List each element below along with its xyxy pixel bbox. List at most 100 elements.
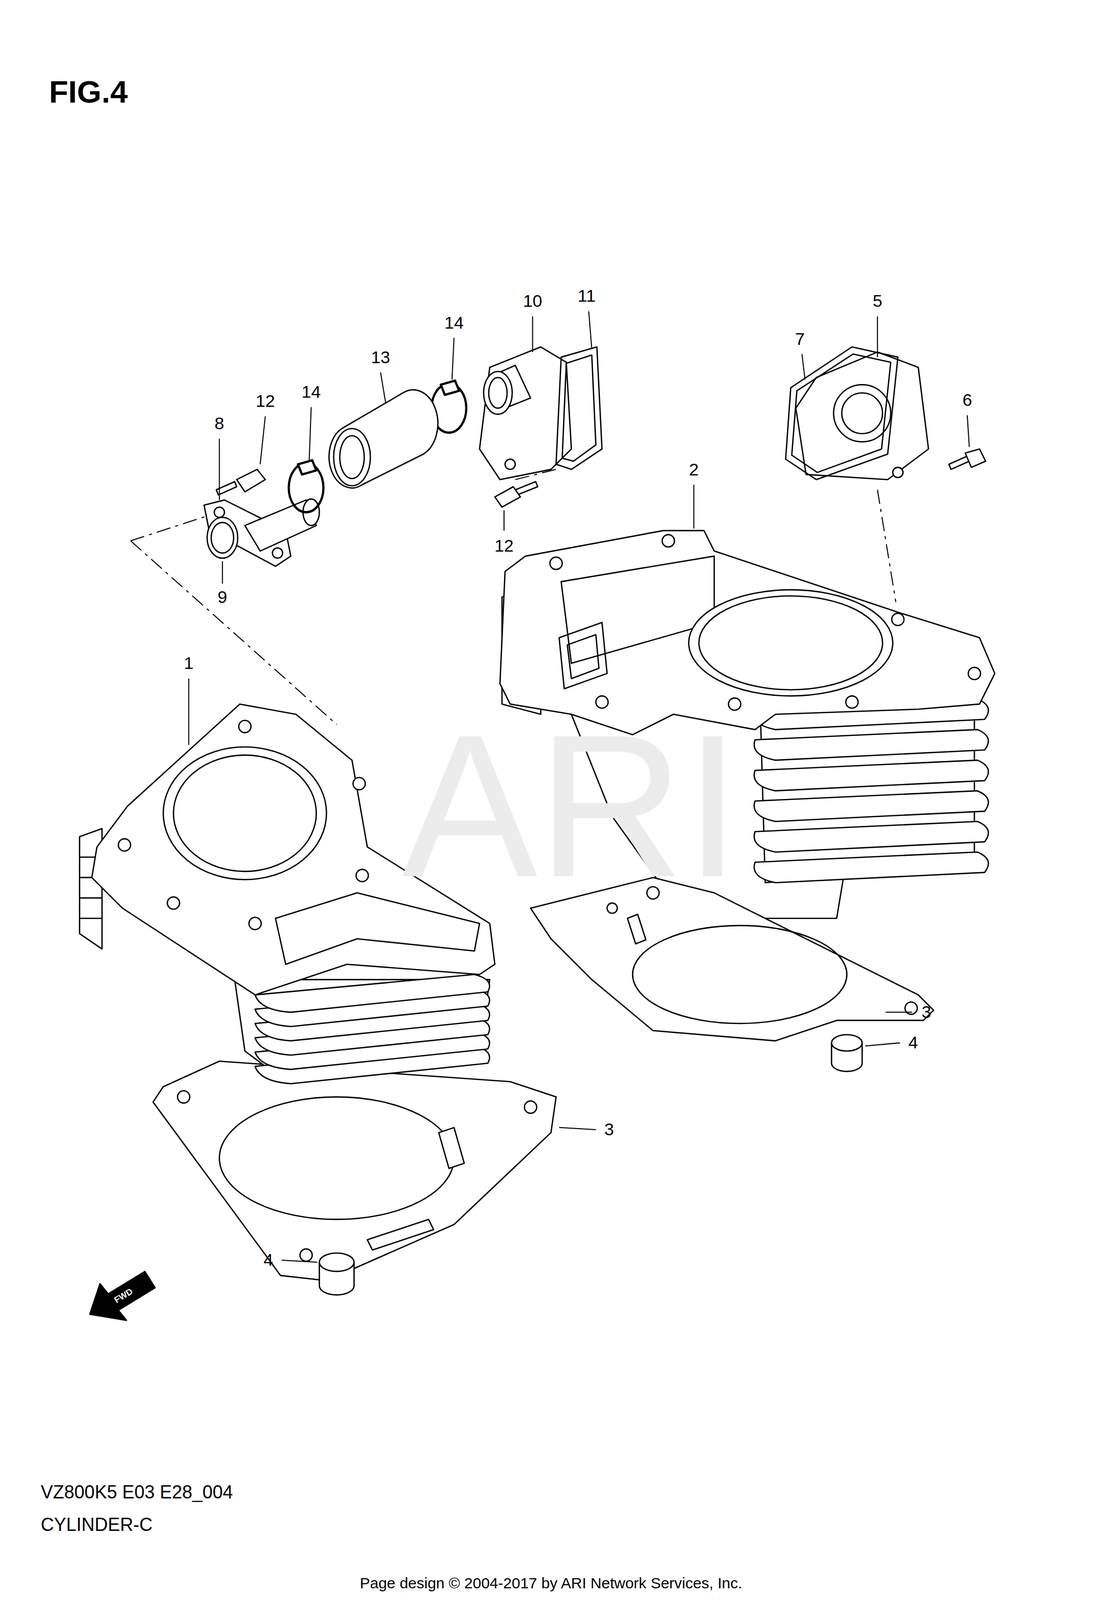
parts-illustration	[79, 346, 995, 1321]
dowel-pin	[319, 1253, 355, 1272]
callout-number: 6	[962, 391, 972, 409]
callout-number: 8	[214, 414, 225, 432]
front-gasket	[367, 1219, 434, 1251]
front-cylinder	[356, 869, 369, 882]
rear-cylinder	[845, 696, 859, 709]
assembly-line	[130, 515, 210, 542]
forward-arrow	[89, 1271, 156, 1321]
callout-number: 12	[494, 537, 514, 555]
callout-number: 14	[444, 313, 464, 332]
front-cylinder	[238, 720, 251, 733]
water-hose	[329, 390, 438, 489]
front-cylinder	[163, 747, 327, 880]
water-pipe-flange	[272, 548, 283, 559]
thermostat-housing	[504, 459, 516, 470]
rear-gasket	[632, 925, 847, 1024]
assembly-line	[877, 489, 896, 603]
callout-number: 11	[577, 287, 596, 305]
callout-number: 3	[604, 1120, 614, 1139]
callout-number: 5	[872, 292, 883, 310]
hose-clamp	[440, 380, 460, 395]
cover-o-ring	[791, 354, 891, 473]
bolt	[949, 456, 970, 470]
dowel-pin	[831, 1034, 863, 1052]
leader-line	[218, 438, 220, 501]
front-gasket	[152, 1061, 556, 1281]
leader-line	[380, 372, 386, 403]
front-gasket	[524, 1101, 537, 1114]
leader-line	[876, 316, 878, 358]
water-cover	[892, 467, 903, 478]
callout-number: 14	[301, 383, 322, 401]
callout-number: 13	[370, 348, 391, 366]
front-gasket	[152, 1061, 556, 1281]
leader-line	[188, 678, 190, 746]
leader-line	[885, 1012, 912, 1014]
rear-cylinder	[753, 760, 989, 792]
callout-number: 4	[908, 1033, 919, 1052]
front-cylinder	[167, 897, 180, 910]
callout-number: 9	[217, 588, 228, 606]
diagram-name: CYLINDER-C	[40, 1516, 153, 1535]
rear-cylinder	[549, 557, 562, 570]
water-pipe-flange	[204, 498, 320, 567]
hose-clamp	[297, 460, 317, 475]
rear-cylinder	[753, 851, 989, 883]
figure-title: FIG.4	[48, 76, 128, 108]
rear-cylinder	[688, 589, 894, 697]
leader-line	[188, 311, 970, 1263]
leader-line	[693, 484, 695, 529]
leader-line	[503, 510, 505, 531]
housing-gasket	[556, 346, 603, 470]
rear-cylinder	[699, 595, 883, 690]
rear-cylinder	[661, 534, 675, 548]
diagram-code: VZ800K5 E03 E28_004	[40, 1483, 233, 1502]
water-pipe-flange	[211, 522, 234, 554]
dowel-pin	[831, 1034, 863, 1072]
water-hose	[339, 435, 365, 479]
leader-line	[452, 337, 455, 380]
thermostat-housing	[479, 346, 572, 480]
front-cylinder	[173, 755, 317, 872]
bolt	[515, 481, 538, 495]
leader-line	[588, 311, 592, 350]
front-gasket	[219, 1097, 455, 1220]
copyright-caption: Page design © 2004-2017 by ARI Network S…	[359, 1575, 743, 1592]
front-cylinder	[353, 777, 366, 791]
water-pipe-flange	[214, 507, 225, 518]
callout-number: 3	[921, 1003, 932, 1021]
thermostat-housing	[483, 371, 513, 415]
thermostat-housing	[488, 377, 508, 408]
housing-gasket	[556, 346, 603, 470]
water-hose	[329, 390, 438, 489]
thermostat-housing	[479, 346, 572, 480]
leader-line	[222, 561, 224, 584]
assembly-line	[130, 469, 896, 725]
leader-line	[531, 316, 533, 353]
rear-cylinder	[753, 729, 989, 761]
water-cover	[833, 384, 891, 442]
rear-cylinder	[753, 821, 989, 852]
water-hose	[333, 428, 371, 487]
front-cylinder	[248, 917, 262, 930]
leader-line	[281, 1260, 318, 1263]
housing-gasket	[562, 355, 596, 462]
leader-line	[309, 407, 312, 462]
rear-cylinder	[753, 791, 989, 822]
watermark: ARI	[401, 704, 741, 908]
assembly-line	[515, 469, 556, 480]
front-gasket	[177, 1091, 190, 1104]
cover-o-ring	[785, 346, 898, 480]
leader-line	[865, 1043, 900, 1047]
water-pipe-flange	[207, 517, 238, 559]
callout-number: 4	[263, 1251, 274, 1269]
front-gasket	[299, 1249, 312, 1262]
cover-o-ring	[785, 346, 898, 480]
callout-number: 10	[522, 292, 543, 310]
callout-number: 12	[255, 392, 275, 410]
leader-line	[260, 416, 266, 465]
leader-line	[802, 354, 806, 380]
front-cylinder	[118, 838, 131, 851]
callout-number: 7	[795, 330, 805, 348]
